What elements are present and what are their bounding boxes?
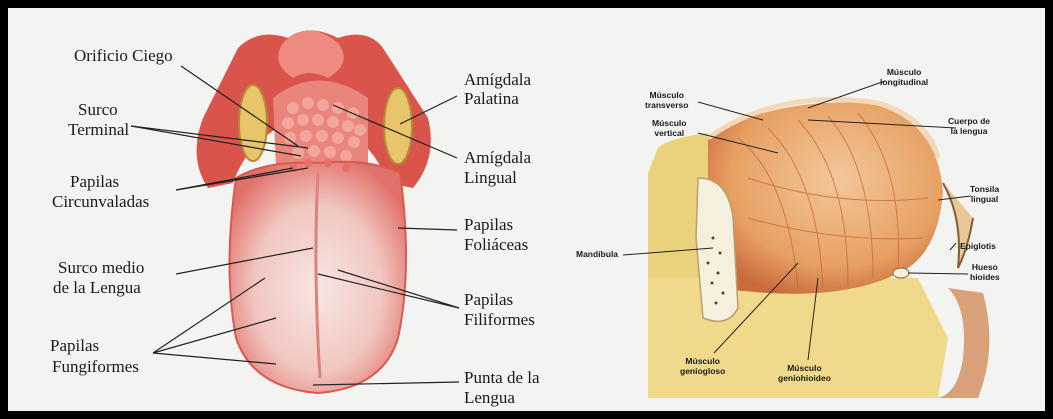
label-amigdala-palatina-1: Amígdala — [464, 70, 531, 90]
hyoid-bone — [893, 268, 909, 278]
label-surco-terminal-2: Terminal — [68, 120, 129, 140]
label-punta-2: Lengua — [464, 388, 515, 408]
label-mandibula: Mandíbula — [576, 249, 618, 259]
label-papilas-fil-1: Papilas — [464, 290, 513, 310]
label-punta-1: Punta de la — [464, 368, 540, 388]
palatine-tonsil-right — [384, 88, 412, 164]
label-surco-medio-2: de la Lengua — [53, 278, 141, 298]
label-papilas-circ-1: Papilas — [70, 172, 119, 192]
epiglottis-shape — [943, 183, 973, 268]
label-amigdala-lingual-1: Amígdala — [464, 148, 531, 168]
label-surco-medio-1: Surco medio — [58, 258, 144, 278]
label-amigdala-palatina-2: Palatina — [464, 89, 519, 109]
label-orificio-ciego: Orificio Ciego — [74, 46, 173, 66]
label-surco-terminal-1: Surco — [78, 100, 118, 120]
label-papilas-circ-2: Circunvaladas — [52, 192, 149, 212]
label-papilas-fol-2: Foliáceas — [464, 235, 528, 255]
label-papilas-fung-1: Papilas — [50, 336, 99, 356]
label-papilas-fung-2: Fungiformes — [52, 357, 139, 377]
tongue-muscle-mass — [708, 102, 943, 293]
illustration-frame: Orificio Ciego Surco Terminal Papilas Ci… — [8, 8, 1045, 411]
label-amigdala-lingual-2: Lingual — [464, 168, 517, 188]
label-papilas-fil-2: Filiformes — [464, 310, 535, 330]
label-papilas-fol-1: Papilas — [464, 215, 513, 235]
label-epiglotis: Epiglotis — [960, 241, 996, 251]
